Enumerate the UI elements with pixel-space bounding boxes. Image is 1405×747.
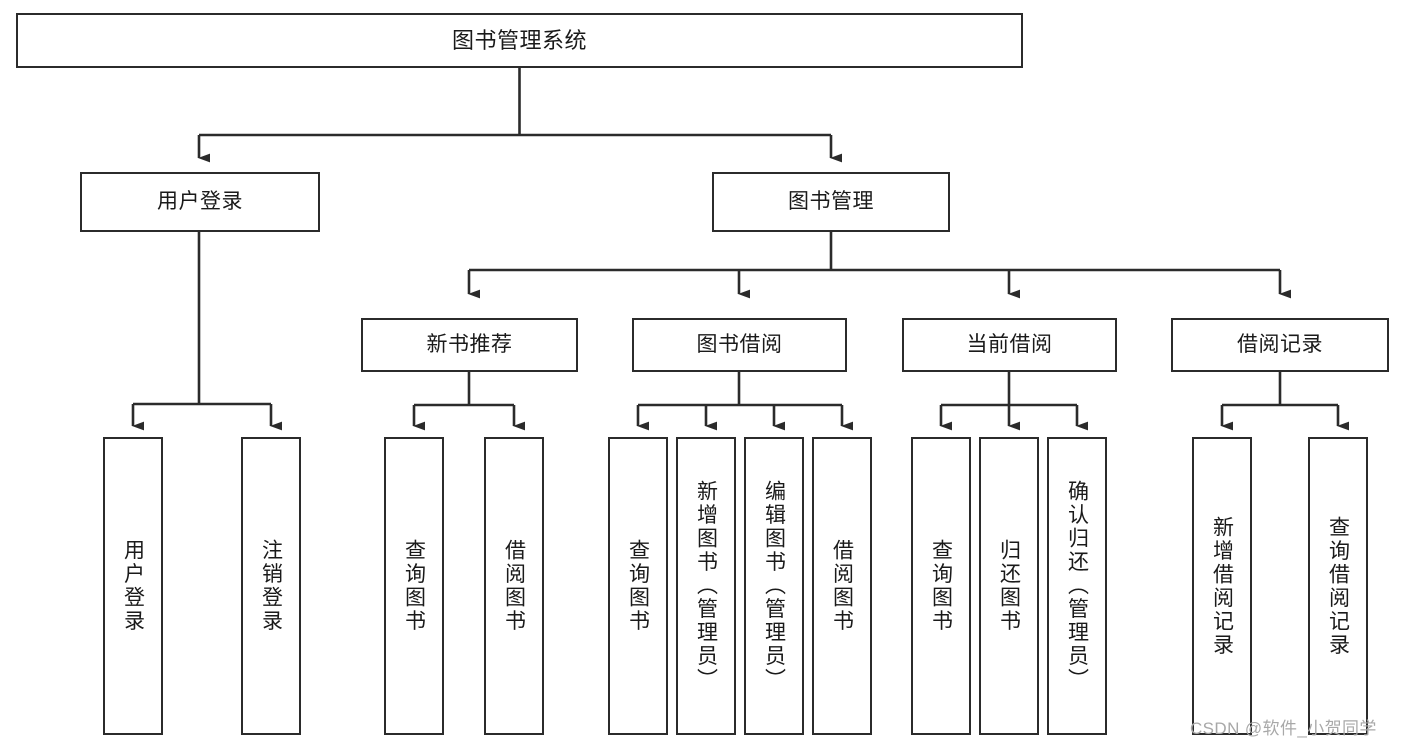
leaf-confirm-return-label: 确认归还（管理员）	[1065, 480, 1089, 692]
node-root[interactable]: 图书管理系统	[16, 13, 1023, 68]
leaf-user-login-label: 用户登录	[121, 539, 145, 633]
leaf-query-book-2[interactable]: 查询图书	[608, 437, 668, 735]
leaf-query-record-label: 查询借阅记录	[1326, 515, 1350, 657]
node-user-login-label: 用户登录	[157, 189, 243, 213]
leaf-query-book-3[interactable]: 查询图书	[911, 437, 971, 735]
csdn-watermark: CSDN @软件_小贺同学	[1190, 719, 1377, 738]
leaf-borrow-book-2-label: 借阅图书	[830, 539, 854, 633]
leaf-borrow-book-2[interactable]: 借阅图书	[812, 437, 872, 735]
leaf-add-record[interactable]: 新增借阅记录	[1192, 437, 1252, 735]
leaf-edit-book[interactable]: 编辑图书（管理员）	[744, 437, 804, 735]
leaf-return-book[interactable]: 归还图书	[979, 437, 1039, 735]
leaf-edit-book-label: 编辑图书（管理员）	[762, 480, 786, 692]
leaf-query-book-1[interactable]: 查询图书	[384, 437, 444, 735]
node-root-label: 图书管理系统	[451, 27, 587, 53]
leaf-query-book-1-label: 查询图书	[402, 539, 426, 633]
node-borrow-record[interactable]: 借阅记录	[1171, 318, 1389, 372]
leaf-query-book-3-label: 查询图书	[929, 539, 953, 633]
leaf-borrow-book-1[interactable]: 借阅图书	[484, 437, 544, 735]
node-new-book-recommend[interactable]: 新书推荐	[361, 318, 578, 372]
node-current-borrow-label: 当前借阅	[966, 332, 1053, 356]
node-borrow-record-label: 借阅记录	[1237, 332, 1323, 356]
node-book-manage-label: 图书管理	[788, 189, 874, 213]
node-user-login[interactable]: 用户登录	[80, 172, 320, 232]
leaf-logout-label: 注销登录	[259, 539, 283, 633]
leaf-query-record[interactable]: 查询借阅记录	[1308, 437, 1368, 735]
node-current-borrow[interactable]: 当前借阅	[902, 318, 1117, 372]
node-book-borrow-label: 图书借阅	[696, 332, 783, 356]
leaf-user-login[interactable]: 用户登录	[103, 437, 163, 735]
leaf-add-book-label: 新增图书（管理员）	[694, 480, 718, 692]
leaf-add-record-label: 新增借阅记录	[1210, 515, 1234, 657]
node-book-manage[interactable]: 图书管理	[712, 172, 950, 232]
leaf-add-book[interactable]: 新增图书（管理员）	[676, 437, 736, 735]
node-book-borrow[interactable]: 图书借阅	[632, 318, 847, 372]
leaf-logout[interactable]: 注销登录	[241, 437, 301, 735]
leaf-borrow-book-1-label: 借阅图书	[502, 539, 526, 633]
node-new-book-recommend-label: 新书推荐	[426, 332, 513, 356]
leaf-query-book-2-label: 查询图书	[626, 539, 650, 633]
leaf-return-book-label: 归还图书	[997, 539, 1021, 633]
leaf-confirm-return[interactable]: 确认归还（管理员）	[1047, 437, 1107, 735]
